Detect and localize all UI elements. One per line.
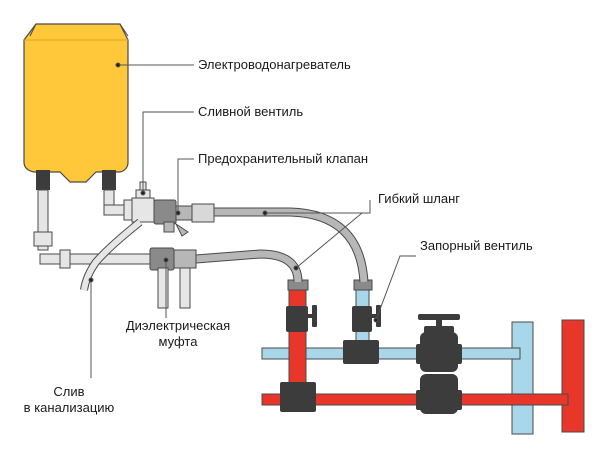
heater-cold-outlet (36, 170, 50, 190)
leader-lines (88, 62, 416, 378)
label-dielectric-line2: муфта (158, 334, 198, 349)
water-heater (23, 23, 129, 183)
label-sewer-drain: Слив в канализацию (12, 384, 126, 416)
main-cold-valve (418, 314, 460, 372)
dielectric-coupling-body (149, 247, 197, 309)
heater-inlet-pipe (37, 189, 49, 251)
hot-branch-pipe (288, 288, 307, 395)
label-flexible-hose: Гибкий шланг (378, 191, 461, 206)
cold-water-riser (511, 321, 534, 435)
label-shutoff-valve: Запорный вентиль (420, 238, 533, 253)
hot-shutoff-valve (286, 305, 317, 332)
hot-horizontal-pipe (261, 393, 569, 406)
safety-valve-body (153, 199, 215, 237)
main-hot-valve (420, 374, 458, 414)
label-dielectric-coupling: Диэлектрическая муфта (110, 318, 246, 350)
hot-water-riser (561, 319, 585, 433)
label-dielectric-line1: Диэлектрическая (125, 318, 231, 333)
cold-tee-fitting (343, 340, 379, 364)
hot-tee-fitting (280, 382, 316, 412)
label-water-heater: Электроводонагреватель (198, 57, 351, 72)
flexible-hose-cold (214, 207, 369, 283)
cold-horizontal-pipe (261, 347, 521, 360)
heater-hot-outlet (102, 170, 116, 190)
label-sewer-line2: в канализацию (23, 400, 115, 415)
label-safety-valve: Предохранительный клапан (198, 151, 369, 166)
label-drain-valve: Сливной вентиль (198, 104, 304, 119)
label-sewer-line1: Слив (53, 384, 85, 399)
